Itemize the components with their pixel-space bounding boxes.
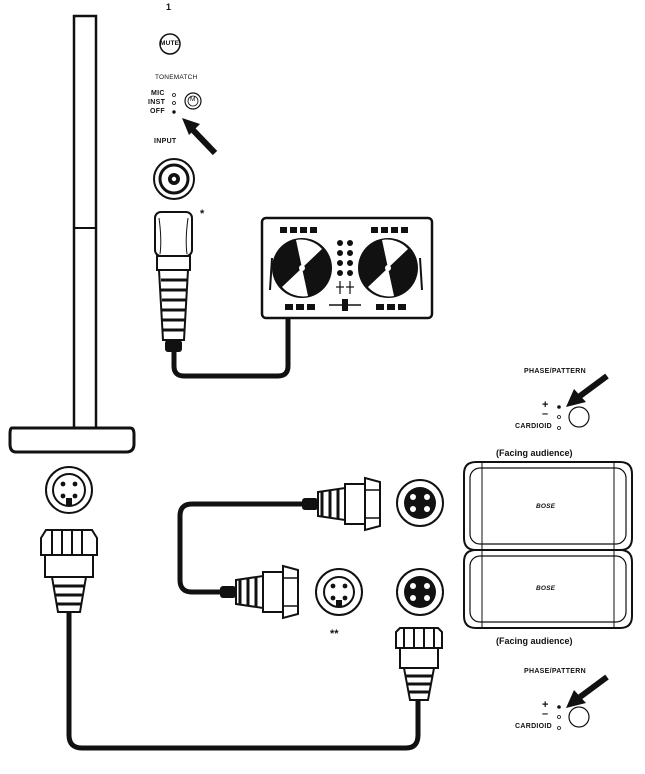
input-label: INPUT — [154, 138, 177, 145]
sub-connector-note: ** — [330, 628, 339, 640]
cable-array-to-bottom-speaker — [66, 612, 421, 751]
middle-sub-connector[interactable] — [315, 568, 363, 616]
mode-label-off: OFF — [150, 108, 165, 115]
cable-xlr-to-controller — [171, 318, 291, 379]
bottom-subwoofer-speaker — [463, 549, 633, 629]
phase-switch-top[interactable] — [557, 405, 590, 430]
top-speaker-input-connector[interactable] — [396, 479, 444, 527]
mode-indicator-off — [172, 110, 176, 114]
mute-button[interactable] — [159, 33, 181, 55]
mute-label: MUTE — [160, 40, 180, 47]
channel-number: 1 — [166, 2, 172, 12]
tonematch-button[interactable] — [184, 92, 202, 110]
top-speaker-brand: BOSE — [536, 503, 556, 510]
xlr-plug — [154, 211, 193, 352]
middle-link-plug — [220, 564, 299, 620]
bottom-phase-pattern-label: PHASE/PATTERN — [524, 668, 586, 675]
mode-label-mic: MIC — [151, 90, 165, 97]
bottom-speaker-brand: BOSE — [536, 585, 556, 592]
arrow-to-off-icon — [182, 118, 218, 156]
mode-label-inst: INST — [148, 99, 166, 106]
tonematch-symbol: M — [190, 96, 196, 103]
arrow-bottom-phase-icon — [566, 674, 609, 708]
mode-indicator-mic — [172, 93, 176, 97]
top-plus-label: + — [542, 399, 549, 411]
top-facing-label: (Facing audience) — [496, 448, 573, 458]
top-cardioid-label: CARDIOID — [515, 423, 553, 430]
phase-switch-bottom[interactable] — [557, 705, 590, 730]
left-array-plug — [40, 529, 98, 613]
arrow-top-phase-icon — [566, 373, 609, 407]
top-link-plug — [302, 476, 381, 532]
bottom-cardioid-label: CARDIOID — [515, 723, 553, 730]
array-output-connector[interactable] — [45, 466, 93, 514]
top-subwoofer-speaker — [463, 461, 633, 551]
bottom-speaker-plug — [395, 627, 443, 701]
column-array — [8, 14, 136, 454]
tonematch-label: TONEMATCH — [155, 74, 198, 81]
bottom-plus-label: + — [542, 699, 549, 711]
bottom-minus-label: – — [542, 708, 549, 720]
combo-input-jack[interactable] — [153, 158, 195, 200]
link-cable — [177, 501, 302, 595]
top-phase-pattern-label: PHASE/PATTERN — [524, 368, 586, 375]
bottom-facing-label: (Facing audience) — [496, 636, 573, 646]
top-minus-label: – — [542, 408, 549, 420]
dj-controller — [260, 216, 434, 320]
bottom-speaker-input-connector[interactable] — [396, 568, 444, 616]
mode-indicator-inst — [172, 101, 176, 105]
cable-note-asterisk: * — [200, 208, 205, 220]
